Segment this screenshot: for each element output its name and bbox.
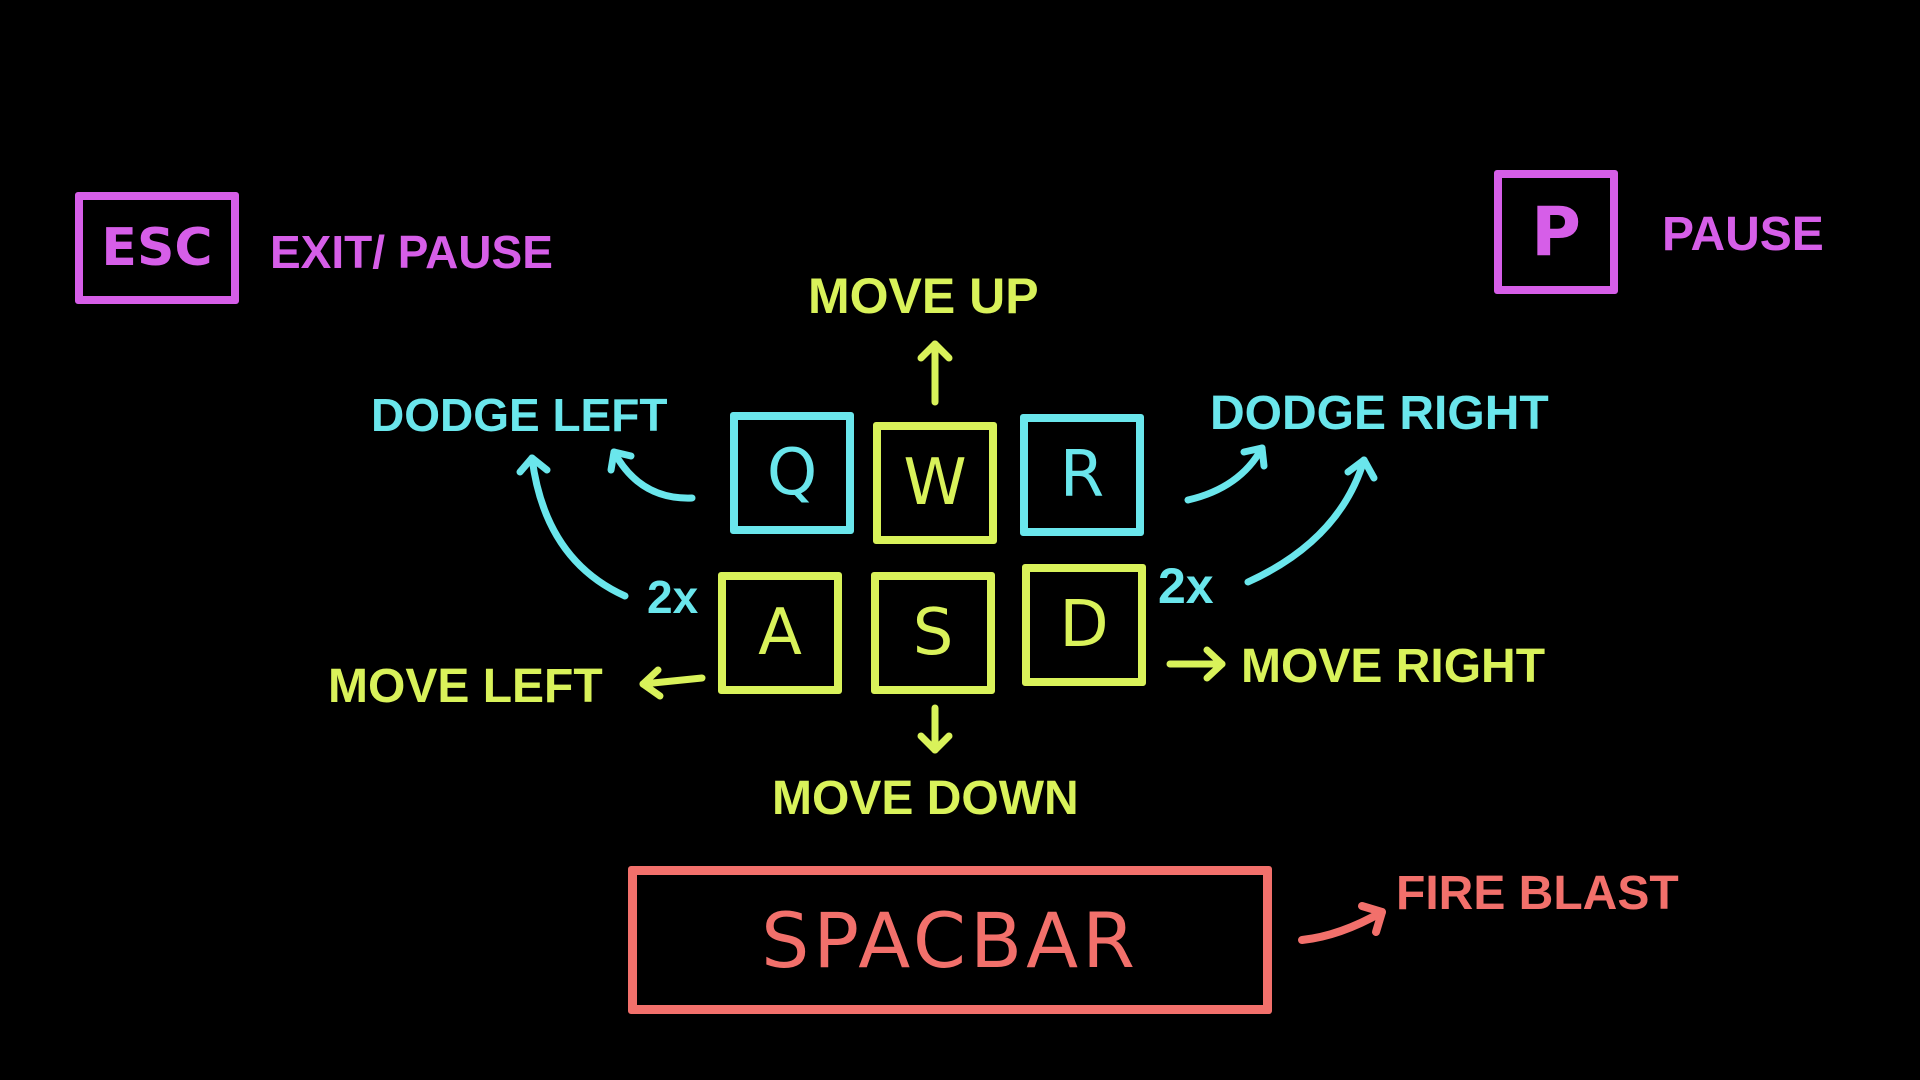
double-tap-right-label: 2x xyxy=(1158,558,1214,614)
move-right-label: MOVE RIGHT xyxy=(1241,640,1546,693)
d-key: D xyxy=(1022,564,1146,686)
dodge-right-long-arrow-icon xyxy=(1244,456,1378,586)
q-key: Q xyxy=(730,412,854,534)
dodge-left-label: DODGE LEFT xyxy=(371,389,668,441)
p-key: P xyxy=(1494,170,1618,294)
move-down-label: MOVE DOWN xyxy=(772,772,1079,825)
r-key: R xyxy=(1020,414,1144,536)
arrow-left-icon xyxy=(639,666,706,700)
move-left-label: MOVE LEFT xyxy=(328,660,603,713)
fire-blast-arrow-icon xyxy=(1298,902,1386,944)
pause-label: PAUSE xyxy=(1662,208,1824,261)
double-tap-left-label: 2x xyxy=(647,571,699,623)
exit-pause-label: EXIT/ PAUSE xyxy=(270,226,553,278)
a-key: A xyxy=(718,572,842,694)
move-up-label: MOVE UP xyxy=(808,268,1039,324)
dodge-right-short-arrow-icon xyxy=(1184,444,1268,504)
arrow-right-icon xyxy=(1166,646,1226,682)
dodge-left-long-arrow-icon xyxy=(516,454,629,600)
w-key: W xyxy=(873,422,997,544)
esc-key: ESC xyxy=(75,192,239,304)
spacebar-key: SPACBAR xyxy=(628,866,1272,1014)
fire-blast-label: FIRE BLAST xyxy=(1396,867,1679,920)
s-key: S xyxy=(871,572,995,694)
arrow-up-icon xyxy=(917,340,953,406)
dodge-left-short-arrow-icon xyxy=(607,448,696,502)
arrow-down-icon xyxy=(917,704,953,754)
dodge-right-label: DODGE RIGHT xyxy=(1210,387,1549,440)
